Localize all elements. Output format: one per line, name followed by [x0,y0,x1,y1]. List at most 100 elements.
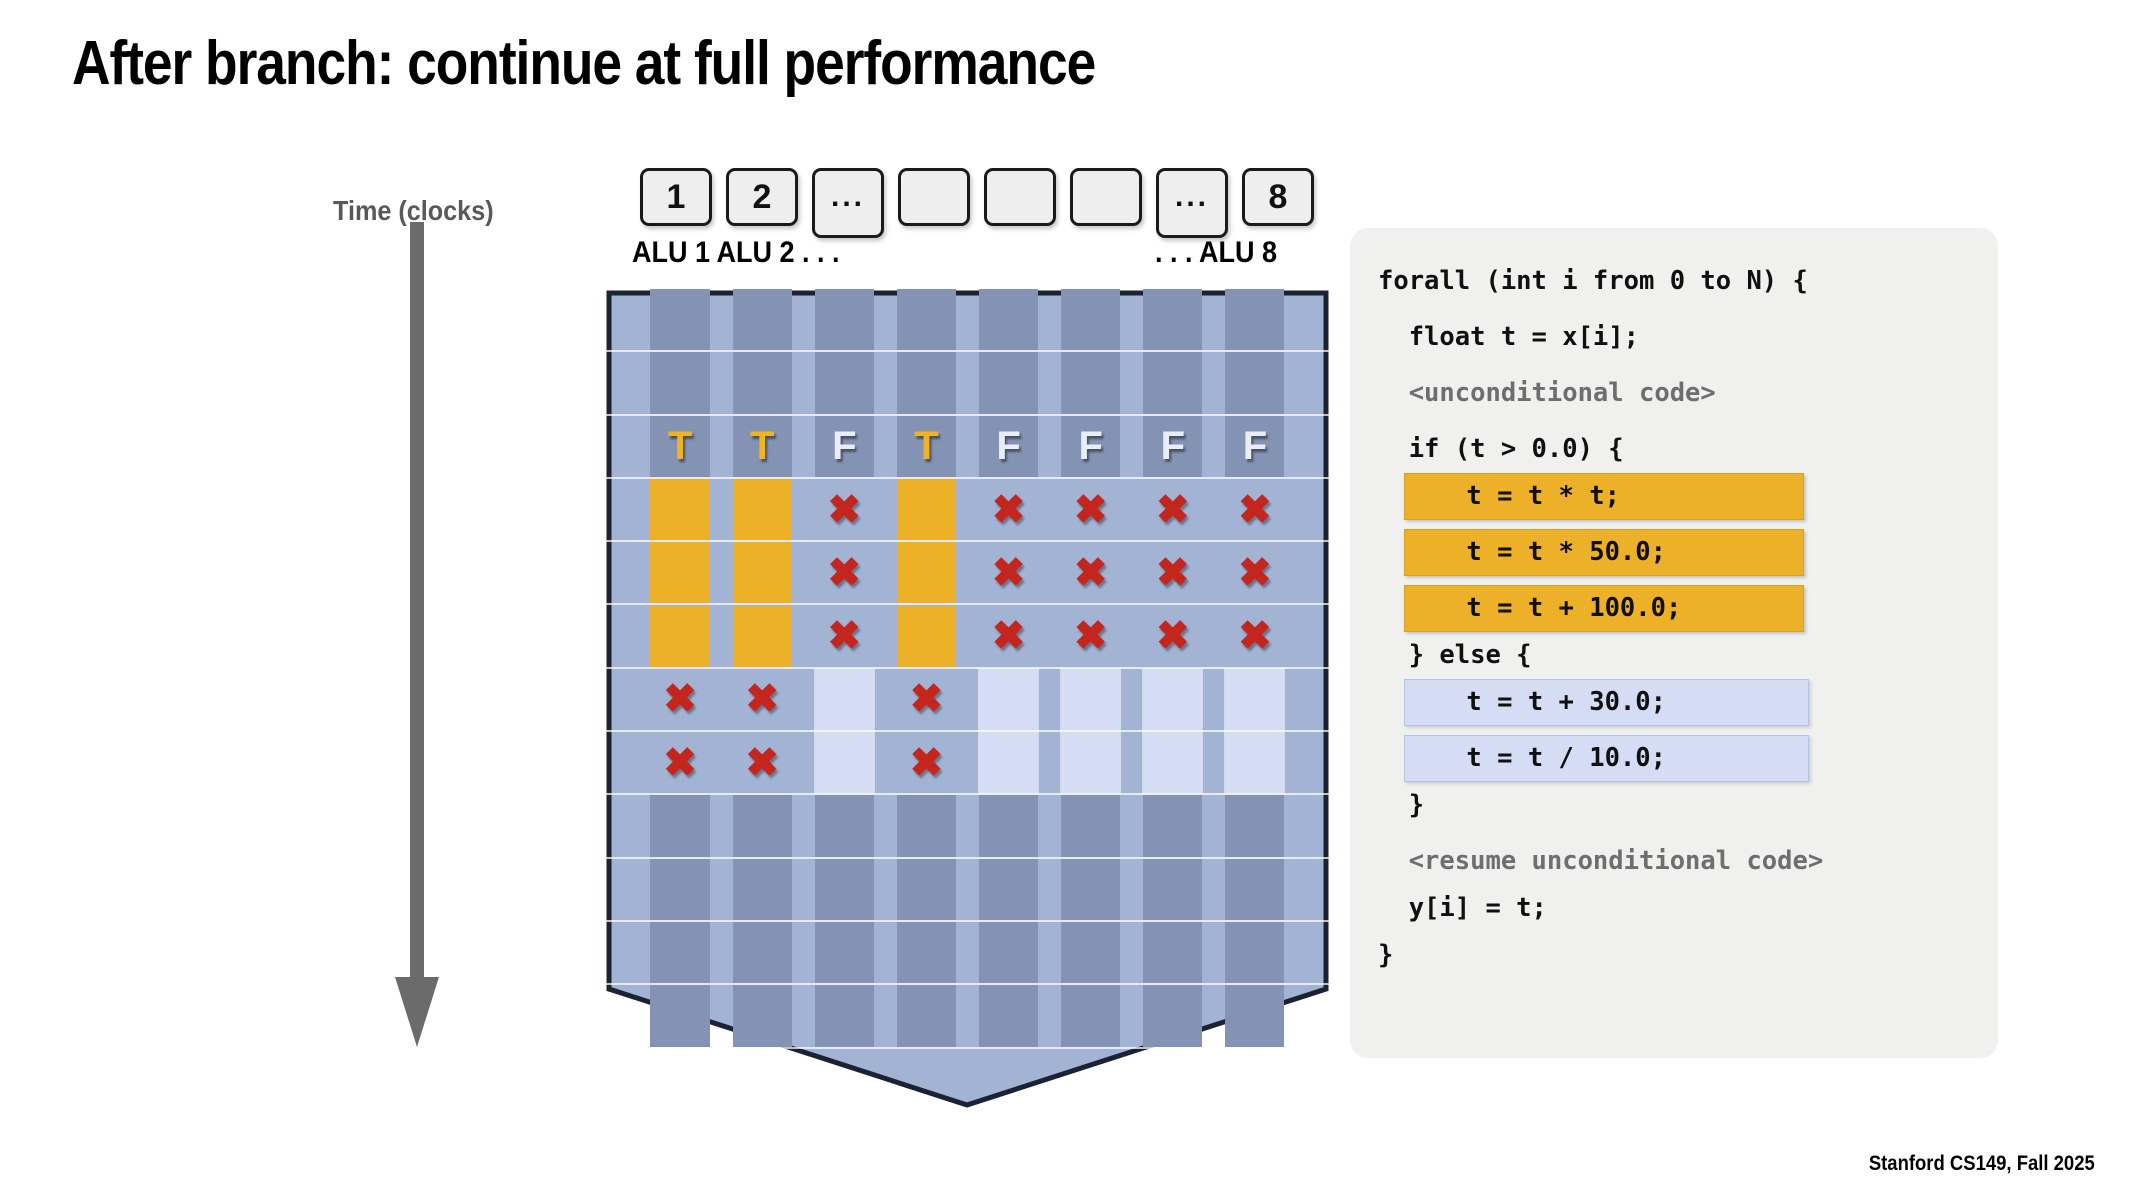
grid-cell-if-masked: ✖ [815,479,874,540]
grid-cell-idle [1225,352,1285,414]
x-mark-icon: ✖ [909,677,944,722]
grid-cell-idle [650,795,710,857]
grid-cell-if-active [896,478,956,541]
grid-cell-if-masked: ✖ [1143,606,1202,667]
x-mark-icon: ✖ [827,487,862,532]
grid-cell-idle [896,795,956,857]
x-mark-icon: ✖ [745,740,779,785]
grid-cell-if-masked: ✖ [1061,542,1120,603]
grid-row: ✖ ✖ ✖ [605,732,1330,796]
alu-box-6[interactable] [1070,168,1142,226]
code-panel: forall (int i from 0 to N) { float t = x… [1350,228,1998,1058]
grid-cell-idle [1225,922,1285,984]
alu-box-4[interactable] [898,168,970,226]
grid-cell-idle [1225,985,1285,1047]
mask-false-label: F [832,424,857,469]
grid-cell-else-masked: ✖ [733,732,792,793]
grid-cell-idle [732,352,792,414]
grid-cell-idle [978,858,1039,920]
x-mark-icon: ✖ [1073,614,1108,659]
x-mark-icon: ✖ [1073,550,1108,595]
grid-cell-idle [650,922,710,984]
grid-cell-mask: F [1143,415,1203,477]
grid-cell-idle [1061,922,1121,984]
x-mark-icon: ✖ [1238,487,1272,532]
grid-row: ✖✖✖✖✖ [605,478,1330,543]
grid-cell-idle [1061,289,1121,351]
alu-box-ellipsis-right[interactable]: ... [1156,168,1228,238]
grid-cell-idle [896,352,956,414]
x-mark-icon: ✖ [1156,614,1190,659]
grid-cell-else-masked: ✖ [897,732,956,793]
grid-cell-mask: T [896,415,956,477]
grid-row [605,352,1330,416]
grid-cell-else-masked: ✖ [897,669,956,730]
mask-true-label: T [749,424,775,469]
alu-box-1[interactable]: 1 [640,168,712,226]
x-mark-icon: ✖ [1073,487,1108,532]
grid-cell-else-active [978,668,1039,731]
grid-cell-mask: F [814,415,874,477]
grid-cell-idle [1143,289,1203,351]
grid-cell-idle [896,289,956,351]
grid-cell-idle [814,858,874,920]
alu-box-2[interactable]: 2 [726,168,798,226]
grid-cell-idle [814,289,874,351]
grid-cell-idle [732,795,792,857]
grid-cell-idle [814,795,874,857]
grid-cell-if-masked: ✖ [815,606,874,667]
alu-box-ellipsis-left[interactable]: ... [812,168,884,238]
grid-cell-else-masked: ✖ [650,669,709,730]
x-mark-icon: ✖ [991,614,1026,659]
code-line: t = t * 50.0; [1404,529,1804,576]
x-mark-icon: ✖ [991,550,1026,595]
mask-false-label: F [1242,424,1268,469]
alu-label-left: ALU 1 ALU 2 . . . [632,236,840,269]
alu-box-5[interactable] [984,168,1056,226]
grid-cell-else-active [1143,668,1203,731]
x-mark-icon: ✖ [1238,614,1272,659]
alu-box-8[interactable]: 8 [1242,168,1314,226]
grid-cell-idle [978,352,1039,414]
code-line: } else { [1378,639,1532,670]
code-line: float t = x[i]; [1378,321,1639,352]
down-arrow-icon [395,222,439,1047]
grid-row [605,922,1330,986]
code-line: <resume unconditional code> [1378,845,1824,876]
grid-cell-else-masked: ✖ [650,732,709,793]
code-line: t = t + 30.0; [1404,679,1809,726]
grid-cell-idle [732,289,792,351]
grid-cell-idle [1225,858,1285,920]
grid-cell-idle [1143,352,1203,414]
code-line: t = t * t; [1404,473,1804,520]
grid-cell-else-active [814,732,874,794]
grid-cell-idle [650,289,710,351]
grid-cell-idle [978,795,1039,857]
grid-cell-if-masked: ✖ [979,606,1038,667]
grid-cell-idle [1143,985,1203,1047]
grid-cell-mask: F [1061,415,1121,477]
grid-cell-if-masked: ✖ [1061,479,1120,540]
code-line: t = t + 100.0; [1404,585,1804,632]
grid-cell-idle [978,922,1039,984]
grid-cell-idle [1061,352,1121,414]
x-mark-icon: ✖ [663,740,697,785]
grid-row [605,985,1330,1049]
grid-cell-if-masked: ✖ [979,542,1038,603]
grid-cell-else-active [978,732,1039,794]
x-mark-icon: ✖ [745,677,779,722]
mask-true-label: T [667,424,693,469]
grid-cell-if-active [650,478,710,541]
grid-cell-idle [1143,922,1203,984]
grid-row: ✖ ✖ ✖ ✖ ✖ [605,605,1330,669]
x-mark-icon: ✖ [909,740,944,785]
grid-cell-idle [814,922,874,984]
page-title: After branch: continue at full performan… [72,29,1096,98]
grid-row [605,858,1330,922]
x-mark-icon: ✖ [1156,550,1190,595]
x-mark-icon: ✖ [827,614,862,659]
grid-row: ✖✖✖✖✖ [605,542,1330,606]
grid-cell-idle [732,985,792,1047]
